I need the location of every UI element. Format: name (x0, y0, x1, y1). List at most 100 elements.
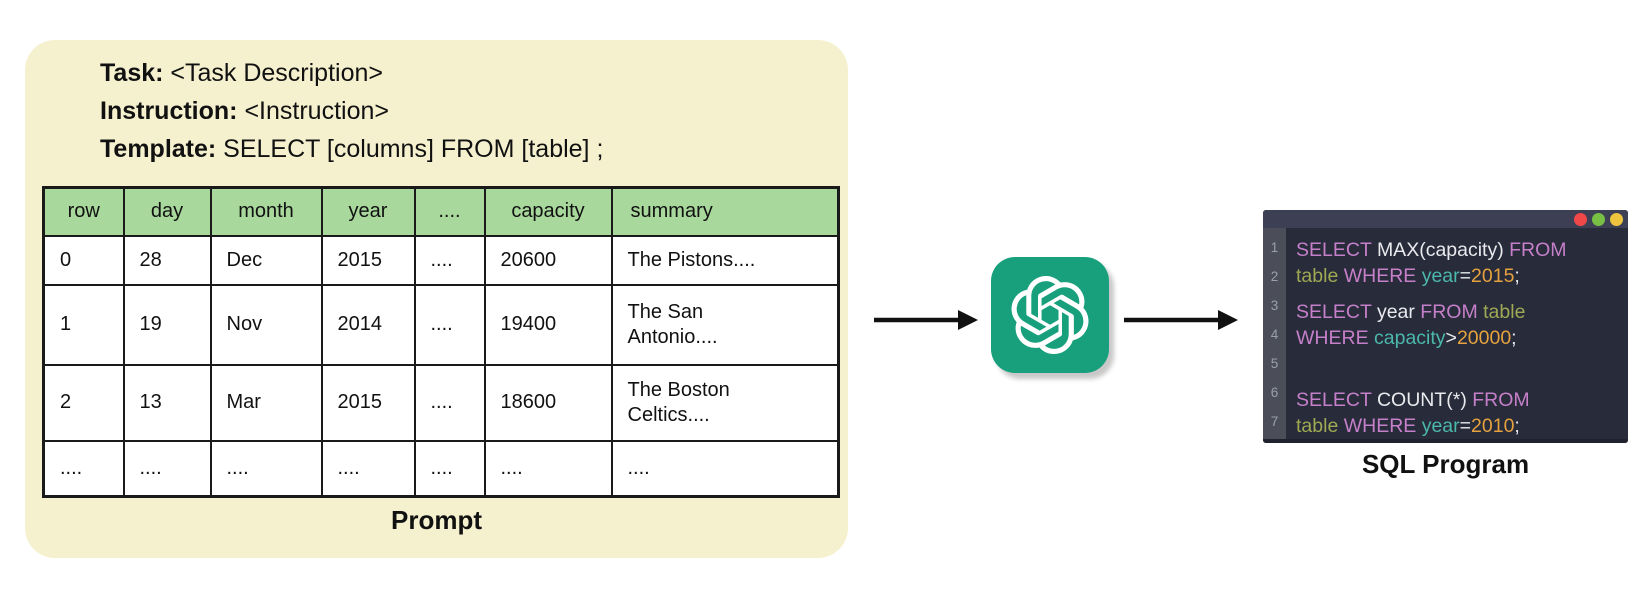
line-number: 6 (1270, 385, 1279, 400)
table-header-cell: capacity (483, 186, 613, 237)
table-cell: 18600 (483, 363, 613, 442)
window-bottom-bar (1263, 439, 1628, 443)
line-number: 2 (1270, 269, 1279, 284)
instruction-line: Instruction: <Instruction> (100, 92, 603, 130)
table-cell: Dec (209, 234, 323, 286)
code-token-keyword: FROM (1509, 239, 1567, 261)
table-header-cell: year (320, 186, 416, 237)
table-cell: 2 (42, 363, 125, 442)
table-header-cell: month (209, 186, 323, 237)
table-cell: 2015 (320, 363, 416, 442)
code-token-keyword: WHERE (1296, 327, 1374, 349)
table-cell: .... (320, 439, 416, 498)
line-number: 4 (1270, 327, 1279, 342)
prompt-header-text: Task: <Task Description> Instruction: <I… (100, 54, 603, 168)
table-cell: .... (42, 439, 125, 498)
table-cell: 2015 (320, 234, 416, 286)
flow-arrow-icon (874, 310, 978, 330)
table-cell: .... (610, 439, 840, 498)
code-token-number: 20000 (1456, 327, 1512, 349)
code-token-number: 2015 (1471, 265, 1515, 287)
table-cell: 28 (122, 234, 212, 286)
template-line: Template: SELECT [columns] FROM [table] … (100, 130, 603, 168)
instruction-value: <Instruction> (237, 97, 389, 125)
table-cell: .... (413, 439, 486, 498)
table-cell: 0 (42, 234, 125, 286)
code-token-keyword: SELECT (1296, 301, 1377, 323)
flow-arrow-icon (1124, 310, 1238, 330)
table-cell: The San Antonio.... (610, 283, 840, 366)
code-token-plain: > (1445, 327, 1457, 349)
table-cell: Mar (209, 363, 323, 442)
table-cell: 1 (42, 283, 125, 366)
table-row: ............................ (42, 439, 840, 498)
task-value: <Task Description> (163, 59, 383, 87)
minimize-traffic-light-icon[interactable] (1592, 212, 1605, 226)
table-cell: 19400 (483, 283, 613, 366)
table-cell: 19 (122, 283, 212, 366)
code-token-plain: = (1459, 415, 1472, 437)
table-cell: 20600 (483, 234, 613, 286)
table-cell: .... (413, 363, 486, 442)
table-header-cell: .... (413, 186, 486, 237)
table-header-cell: summary (610, 186, 840, 237)
code-token-plain: COUNT(*) (1376, 389, 1473, 411)
line-number: 1 (1270, 240, 1279, 255)
sql-program-caption: SQL Program (1361, 449, 1530, 479)
code-line: SELECT COUNT(*) FROM (1296, 387, 1626, 413)
openai-logo-icon (1011, 276, 1089, 354)
code-line: table WHERE year=2015; (1296, 263, 1626, 289)
code-token-column: capacity (1374, 327, 1446, 349)
code-line: table WHERE year=2010; (1296, 413, 1626, 439)
code-token-keyword: SELECT (1296, 239, 1377, 261)
zoom-traffic-light-icon[interactable] (1610, 212, 1623, 226)
openai-logo (991, 257, 1109, 373)
table-cell: The Boston Celtics.... (610, 363, 840, 442)
code-token-table: table (1296, 415, 1344, 437)
line-number: 7 (1270, 414, 1279, 429)
table-header-cell: row (42, 186, 125, 237)
prompt-panel: Task: <Task Description> Instruction: <I… (25, 40, 848, 558)
prompt-caption: Prompt (391, 505, 482, 535)
code-token-table: table (1483, 301, 1526, 323)
code-token-column: year (1421, 415, 1460, 437)
code-token-plain: ; (1514, 415, 1520, 437)
code-token-keyword: WHERE (1343, 265, 1422, 287)
table-cell: 13 (122, 363, 212, 442)
code-line: SELECT year FROM table (1296, 299, 1626, 325)
code-token-keyword: FROM (1472, 389, 1530, 411)
table-cell: .... (413, 283, 486, 366)
table-cell: Nov (209, 283, 323, 366)
code-token-plain: ; (1514, 265, 1520, 287)
table-cell: 2014 (320, 283, 416, 366)
table-header-cell: day (122, 186, 212, 237)
code-line: WHERE capacity>20000; (1296, 325, 1626, 351)
task-label: Task: (100, 59, 164, 87)
code-line (1296, 351, 1626, 377)
code-token-plain: year (1376, 301, 1421, 323)
code-line: SELECT MAX(capacity) FROM (1296, 237, 1626, 263)
task-line: Task: <Task Description> (100, 54, 603, 92)
line-number: 3 (1270, 298, 1279, 313)
code-token-plain: MAX(capacity) (1376, 239, 1510, 261)
table-cell: The Pistons.... (610, 234, 840, 286)
code-token-number: 2010 (1471, 415, 1515, 437)
code-token-keyword: WHERE (1343, 415, 1422, 437)
code-token-table: table (1296, 265, 1344, 287)
table-cell: .... (413, 234, 486, 286)
code-token-keyword: FROM (1420, 301, 1484, 323)
code-token-keyword: SELECT (1296, 389, 1377, 411)
table-cell: .... (122, 439, 212, 498)
template-label: Template: (100, 135, 217, 163)
window-titlebar (1263, 210, 1628, 228)
close-traffic-light-icon[interactable] (1574, 212, 1587, 226)
